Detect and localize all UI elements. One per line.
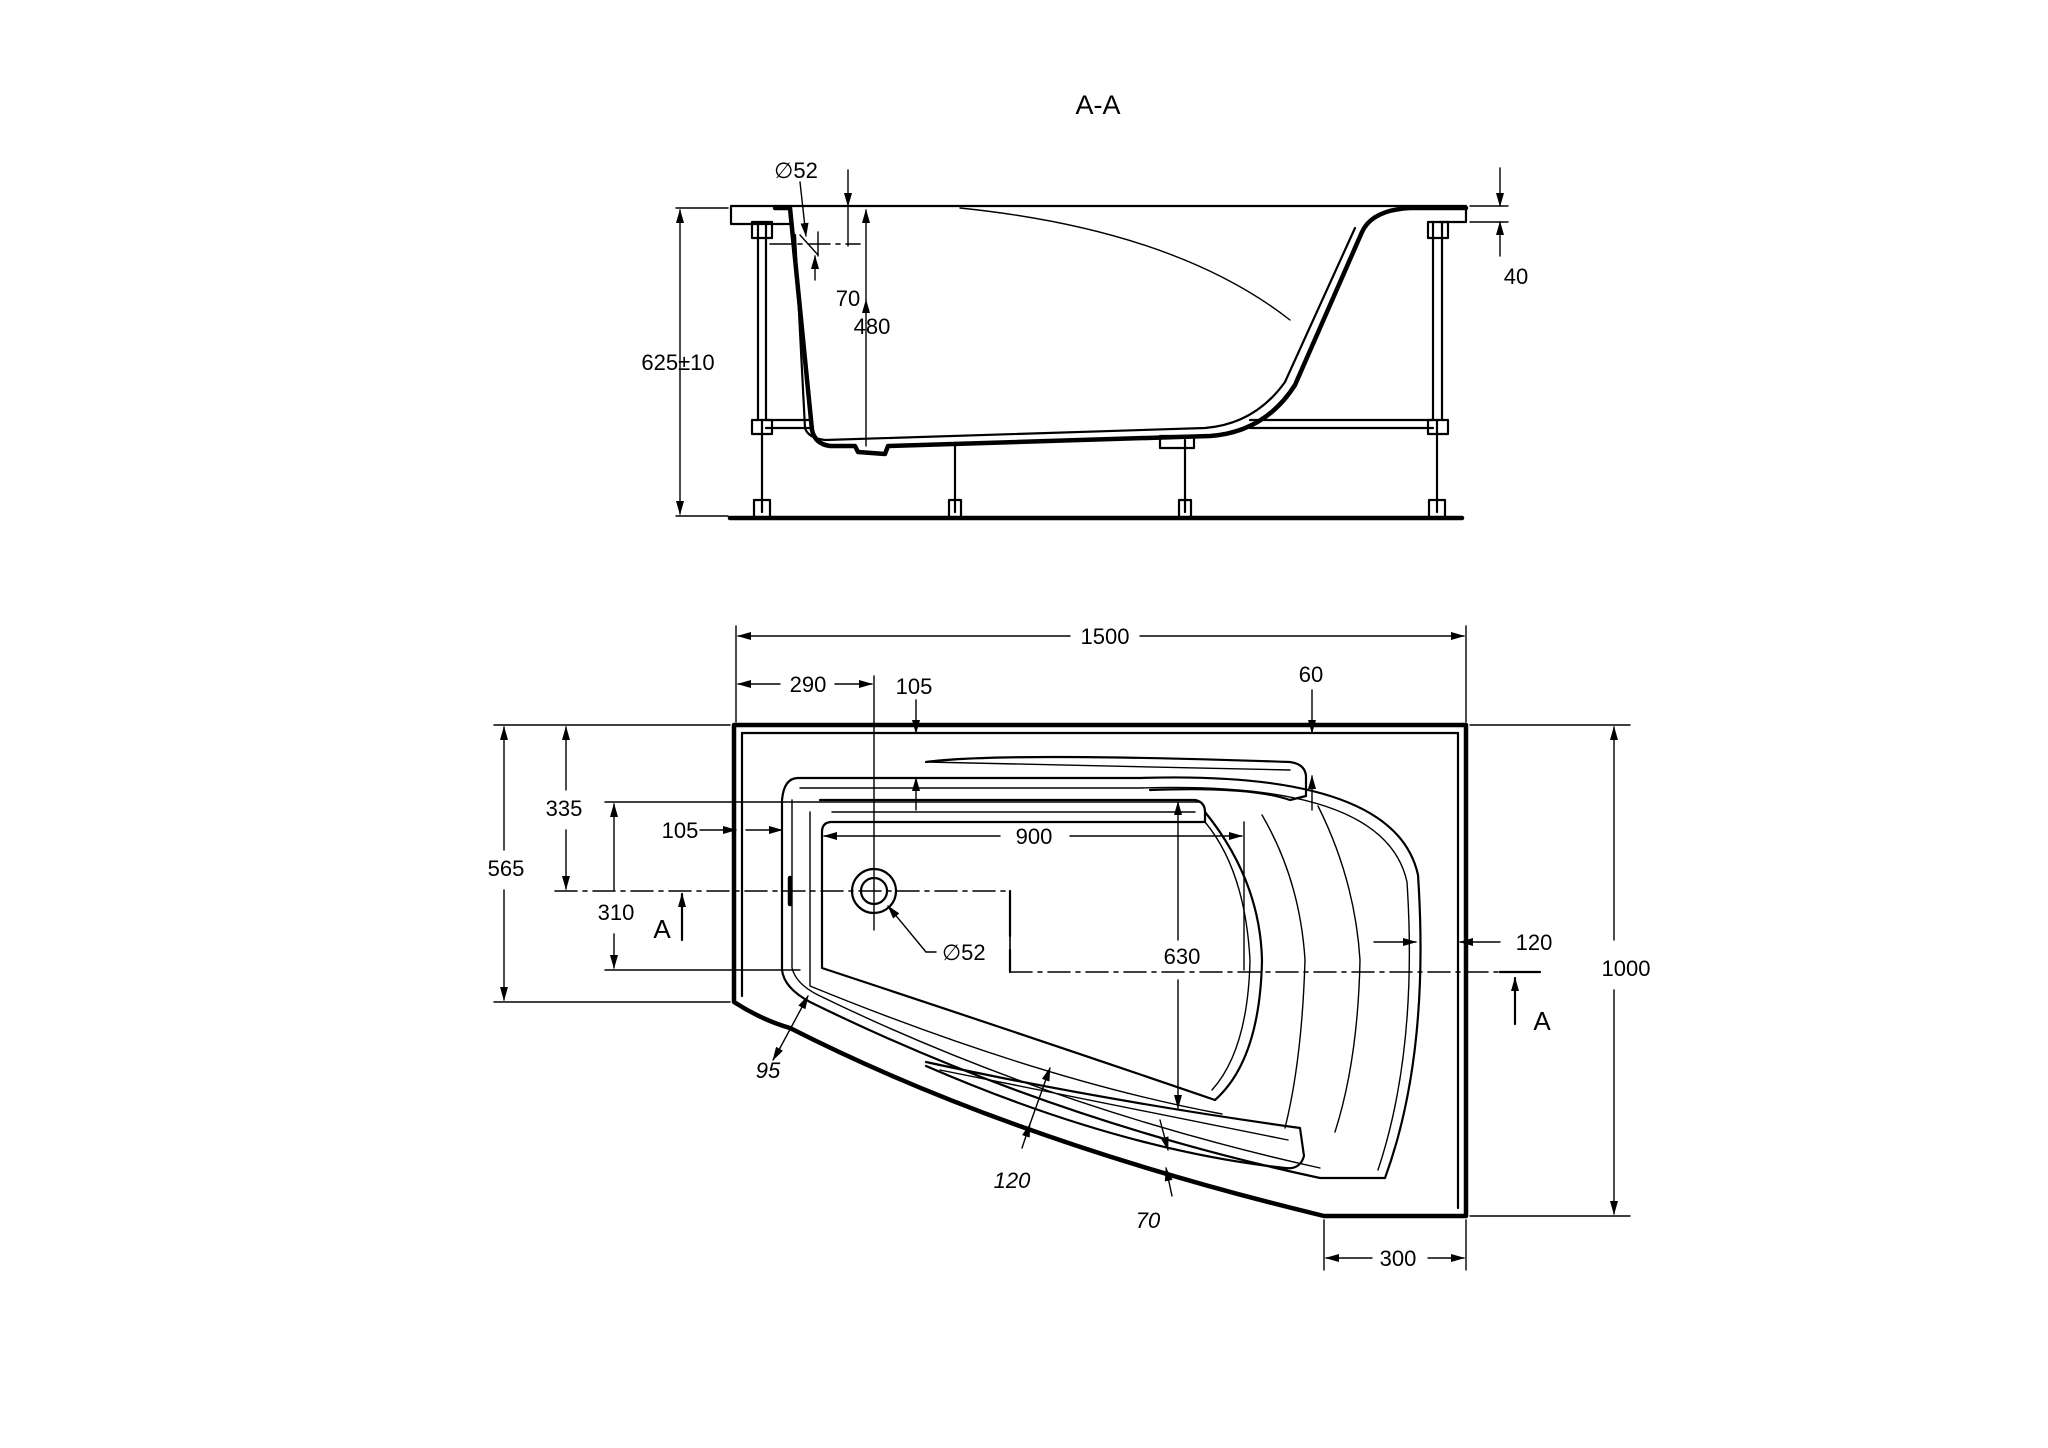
dim-total-height: 625±10 xyxy=(641,350,714,375)
dim-basin-length: 900 xyxy=(1016,824,1053,849)
dim-front-step: 70 xyxy=(1136,1208,1161,1233)
dim-corner-edge: 95 xyxy=(756,1058,781,1083)
dim-right-edge: 120 xyxy=(1516,930,1553,955)
section-marker-right: A xyxy=(1533,1006,1551,1036)
dim-drain-x: 290 xyxy=(790,672,827,697)
dim-edge-left: 105 xyxy=(662,818,699,843)
bottom-shelf xyxy=(924,1060,1306,1170)
tub-shell xyxy=(772,205,1469,457)
rim xyxy=(729,204,1468,226)
section-title: A-A xyxy=(1075,90,1120,120)
section-view: 625±10 480 70 ∅52 40 xyxy=(641,158,1528,521)
dim-overflow-offset: 70 xyxy=(836,286,860,311)
basin-floor xyxy=(818,798,1264,1102)
seat-curve xyxy=(959,207,1291,321)
top-shelf xyxy=(924,755,1308,802)
plan-view: A A 1500 290 105 60 565 335 xyxy=(488,624,1651,1271)
dim-drain-y: 335 xyxy=(546,796,583,821)
dim-rim-thickness: 40 xyxy=(1504,264,1528,289)
dim-left-height: 565 xyxy=(488,856,525,881)
dim-step-offset: 60 xyxy=(1299,662,1323,687)
tub-outline xyxy=(731,722,1469,1219)
dim-edge-top: 105 xyxy=(896,674,933,699)
dim-basin-width: 310 xyxy=(598,900,635,925)
section-marker-left: A xyxy=(653,914,671,944)
dim-total-width: 1000 xyxy=(1602,956,1651,981)
dim-total-length: 1500 xyxy=(1081,624,1130,649)
dim-corner-width: 300 xyxy=(1380,1246,1417,1271)
dim-drain-diameter-section: ∅52 xyxy=(774,158,818,183)
dim-inner-depth: 480 xyxy=(854,314,891,339)
dim-drain-diameter-plan: ∅52 xyxy=(942,940,986,965)
dim-basin-depth: 630 xyxy=(1164,944,1201,969)
dim-front-edge: 120 xyxy=(994,1168,1031,1193)
tub-inner xyxy=(793,226,1357,442)
legs xyxy=(750,220,1450,520)
basin-outer xyxy=(780,776,1422,1180)
